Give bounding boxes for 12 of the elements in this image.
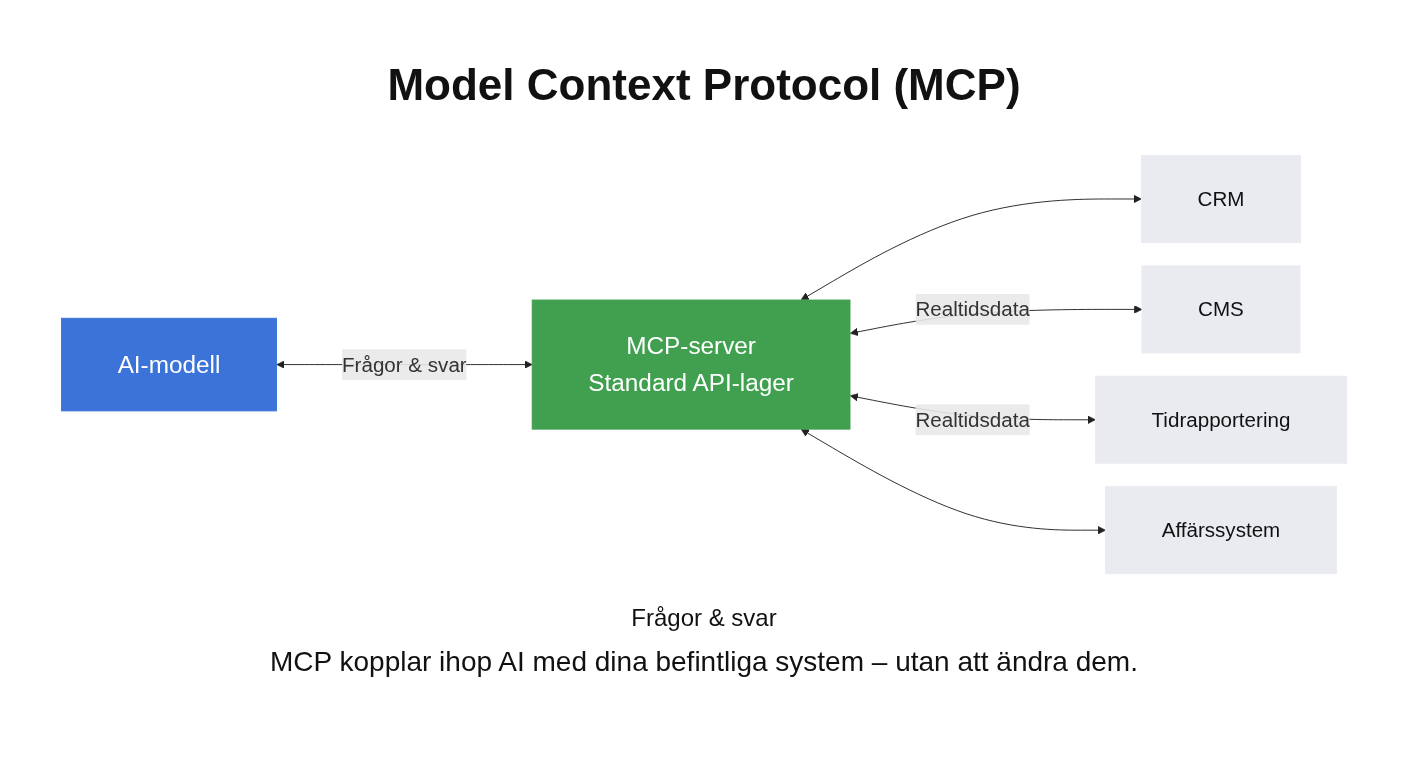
title: Model Context Protocol (MCP) xyxy=(387,60,1021,110)
edge-label: Realtidsdata xyxy=(915,408,1030,432)
node-box: CMS xyxy=(1141,265,1301,354)
label-text: Frågor & svar xyxy=(631,604,777,632)
edge-label: Realtidsdata xyxy=(915,298,1030,322)
node-box: Affärssystem xyxy=(1105,486,1337,575)
node-box: MCP-server Standard API-lager xyxy=(531,299,851,431)
edge-label: Frågor & svar xyxy=(342,353,467,377)
node-box: CRM xyxy=(1140,155,1301,244)
node-box: Tidrapportering xyxy=(1094,376,1347,465)
caption: MCP kopplar ihop AI med dina befintliga system – utan att ändra dem. xyxy=(270,646,1138,678)
node-box: AI-modell xyxy=(61,318,277,412)
